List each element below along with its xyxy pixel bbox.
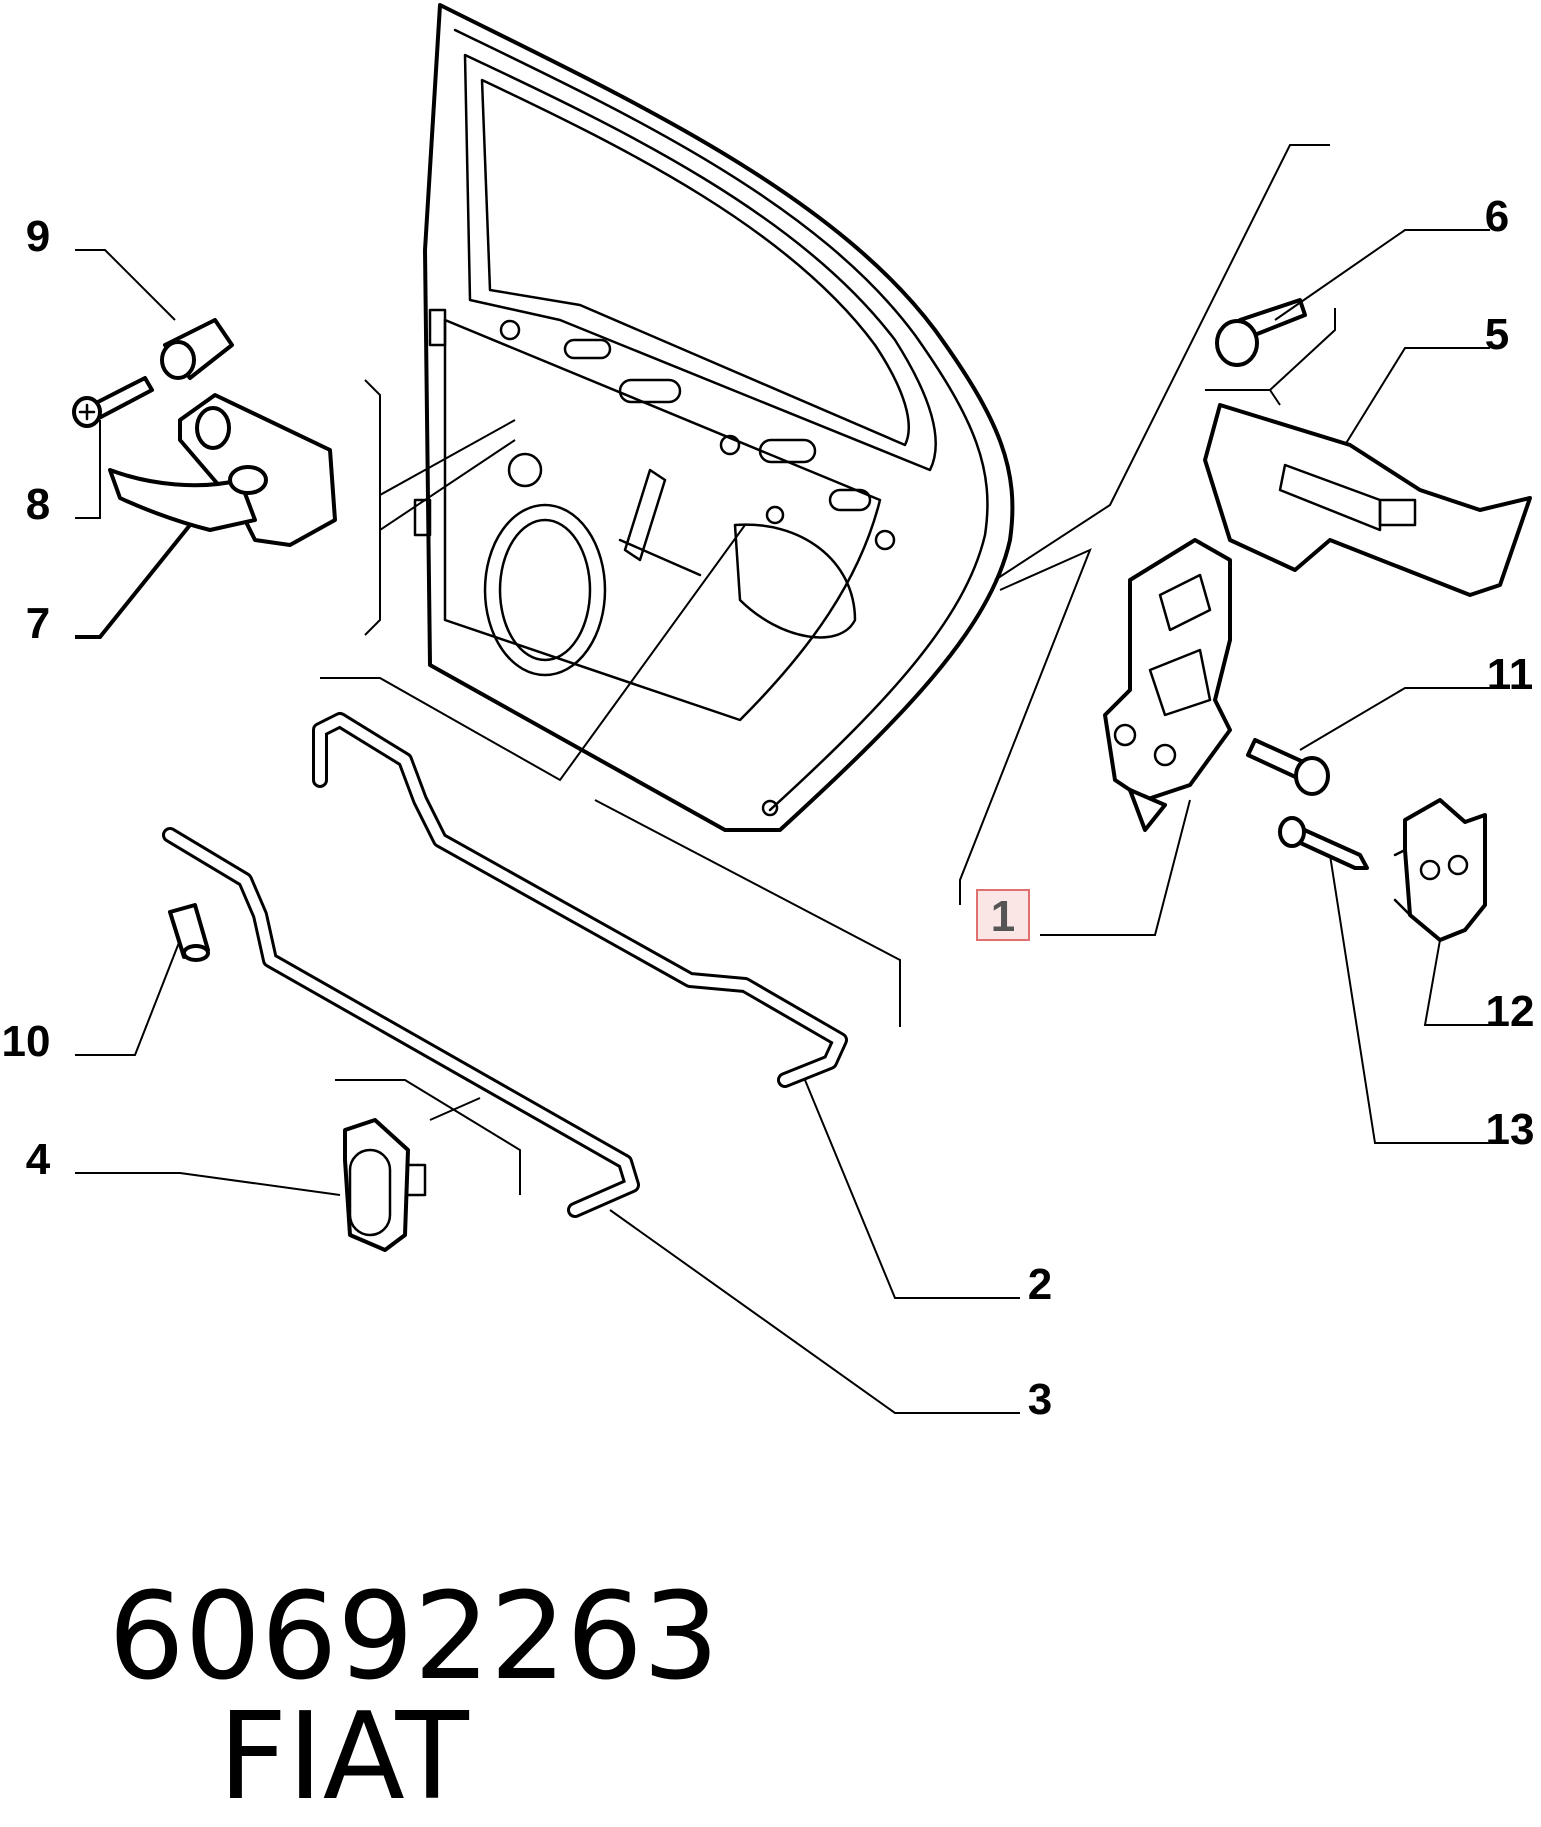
leader-lines xyxy=(75,144,1490,1414)
leader-13 xyxy=(1329,854,1490,1144)
callout-3: 3 xyxy=(1028,1375,1052,1424)
leader-10 xyxy=(75,939,181,1056)
door-panel-drawing xyxy=(413,3,1015,832)
callout-5: 5 xyxy=(1485,310,1509,359)
leader-7 xyxy=(75,523,192,639)
callout-1-highlight xyxy=(976,889,1030,941)
leader-8 xyxy=(75,420,101,519)
callout-11: 11 xyxy=(1487,650,1534,699)
upper-rod-drawing xyxy=(312,712,848,1088)
plate-drawing xyxy=(1393,798,1487,942)
pin-drawing xyxy=(168,903,210,962)
callout-13: 13 xyxy=(1486,1105,1535,1154)
door-lock-drawing xyxy=(1103,538,1232,832)
callout-6: 6 xyxy=(1485,192,1509,241)
callout-9: 9 xyxy=(26,212,50,261)
leader-2 xyxy=(804,1079,1020,1299)
callout-4: 4 xyxy=(26,1135,51,1184)
plug-drawing xyxy=(160,318,234,380)
leader-4 xyxy=(75,1172,341,1196)
leader-5 xyxy=(1344,347,1490,446)
bracket-line-door-left xyxy=(364,379,516,636)
screw-drawing xyxy=(72,376,154,428)
leader-3 xyxy=(609,1209,1020,1414)
callout-1: 1 xyxy=(991,892,1015,941)
handle-drawing xyxy=(108,393,337,547)
part-caption: 60692263 FIAT xyxy=(32,1458,719,1818)
bracket-line-door-right xyxy=(959,144,1330,905)
bracket-line-clip xyxy=(335,1079,521,1195)
part-number: 60692263 xyxy=(108,1568,720,1707)
callout-2: 2 xyxy=(1028,1260,1052,1309)
callout-10: 10 xyxy=(2,1017,51,1066)
leader-12 xyxy=(1423,939,1490,1026)
bracket-line-bracket xyxy=(1205,308,1336,406)
leader-9 xyxy=(75,249,176,321)
callout-7: 7 xyxy=(26,599,50,648)
callout-12: 12 xyxy=(1486,987,1535,1036)
leader-1 xyxy=(1040,799,1191,936)
bracket-drawing xyxy=(1203,403,1532,597)
callout-labels: 1 2 3 4 5 6 7 8 9 10 11 12 13 xyxy=(2,192,1535,1424)
lower-rod-drawing xyxy=(162,827,640,1218)
leader-6 xyxy=(1274,229,1490,321)
bolt-drawing xyxy=(1215,298,1307,367)
bracket-line-door-bottom xyxy=(320,524,901,1027)
lock-bolt-drawing xyxy=(1246,738,1330,796)
leader-11 xyxy=(1299,687,1490,751)
clip-drawing xyxy=(343,1118,427,1252)
brand-name: FIAT xyxy=(218,1688,469,1827)
callout-8: 8 xyxy=(26,480,50,529)
lock-screw-drawing xyxy=(1278,816,1369,870)
exploded-parts-diagram: 1 2 3 4 5 6 7 8 9 10 11 12 13 xyxy=(2,3,1535,1424)
